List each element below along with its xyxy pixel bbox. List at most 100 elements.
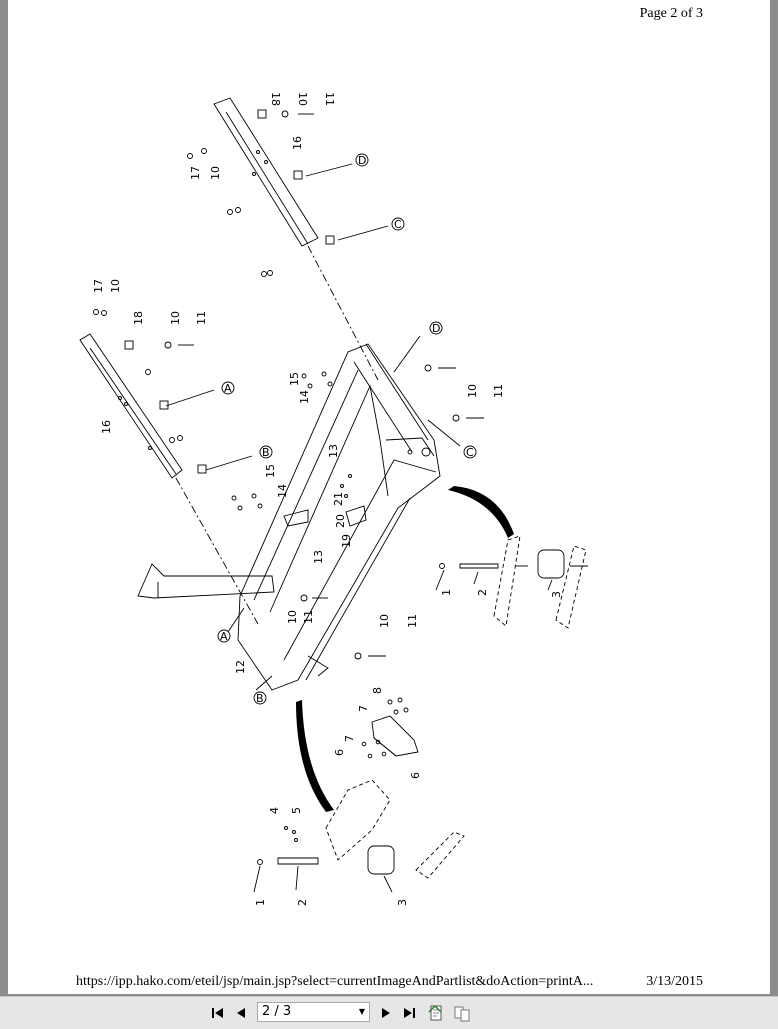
drawing-line — [391, 217, 405, 231]
right-wheel-assembly — [435, 535, 588, 629]
drawing-line — [165, 389, 215, 407]
two-page-view-button[interactable] — [452, 1003, 472, 1023]
drawing-line — [365, 343, 429, 441]
drawing-line — [383, 875, 393, 893]
drawing-line — [252, 172, 256, 176]
exploded-parts-drawing: D C A B D C A B 18 10 11 16 17 10 17 10 … — [79, 92, 588, 906]
drawing-line — [261, 271, 267, 277]
prev-page-button[interactable] — [231, 1003, 251, 1023]
label-center-14: 14 — [276, 484, 289, 498]
label-frame-11: 11 — [492, 384, 505, 398]
single-page-icon — [428, 1004, 442, 1021]
drawing-line — [217, 629, 231, 643]
drawing-line — [281, 110, 289, 118]
label-frame-13: 13 — [327, 444, 340, 458]
drawing-line — [93, 309, 99, 315]
drawing-line — [187, 153, 193, 159]
drawing-line — [307, 245, 379, 381]
label-top-11: 11 — [323, 92, 336, 106]
label-center-10b: 10 — [378, 614, 391, 628]
footer-url: https://ipp.hako.com/eteil/jsp/main.jsp?… — [76, 974, 594, 989]
drawing-line — [227, 607, 245, 633]
drawing-line — [295, 865, 299, 891]
drawing-line — [175, 477, 259, 625]
drawing-line — [459, 563, 499, 569]
callout-frame-d: D — [432, 322, 440, 335]
drawing-line — [439, 563, 445, 569]
drawing-line — [387, 699, 393, 705]
label-center-12: 12 — [234, 660, 247, 674]
drawing-line — [361, 741, 367, 747]
drawing-line: 18 10 11 16 17 10 17 10 18 10 11 16 15 1… — [92, 92, 563, 906]
drawing-line — [201, 148, 207, 154]
callout-top-d: D — [358, 154, 366, 167]
drawing-line — [283, 509, 309, 527]
drawing-line — [307, 383, 313, 389]
drawing-line — [205, 455, 253, 471]
label-lw-2: 2 — [296, 899, 309, 906]
label-center-20: 20 — [334, 514, 347, 528]
label-center-11b: 11 — [406, 614, 419, 628]
drawing-line — [256, 150, 260, 154]
last-page-icon — [404, 1008, 415, 1018]
drawing-line — [124, 402, 128, 406]
drawing-line — [407, 449, 413, 455]
drawing-line — [473, 571, 479, 585]
drawing-line — [344, 494, 348, 498]
drawing-line — [393, 709, 399, 715]
first-page-button[interactable] — [208, 1003, 228, 1023]
page-select-value: 2 / 3 — [262, 1004, 292, 1019]
drawing-line — [277, 857, 319, 865]
left-wheel-assembly — [253, 779, 465, 893]
drawing-line — [421, 447, 431, 457]
label-top-18: 18 — [269, 92, 282, 106]
drawing-line — [237, 505, 243, 511]
drawing-line — [269, 384, 389, 613]
label-top-17: 17 — [189, 166, 202, 180]
label-br-6: 6 — [333, 749, 346, 756]
drawing-line — [393, 335, 421, 373]
left-arm-part — [79, 309, 253, 479]
drawing-line — [227, 209, 233, 215]
drawing-line — [253, 865, 261, 893]
label-br-8: 8 — [371, 687, 384, 694]
drawing-line — [284, 826, 288, 830]
drawing-line — [101, 310, 107, 316]
drawing-line — [300, 594, 308, 602]
last-page-button[interactable] — [399, 1003, 419, 1023]
page-select[interactable]: 2 / 3 ▼ — [257, 1002, 370, 1022]
drawing-line — [381, 751, 387, 757]
drawing-line — [283, 459, 437, 661]
callout-left-b: B — [262, 446, 270, 459]
drawing-line — [213, 97, 319, 247]
drawing-line — [221, 381, 235, 395]
drawing-line — [415, 831, 465, 879]
label-left-16: 16 — [100, 420, 113, 434]
drawing-line — [257, 859, 263, 865]
direction-arrow-left — [296, 700, 334, 812]
drawing-line — [217, 153, 477, 705]
label-center-10: 10 — [286, 610, 299, 624]
label-top-16: 16 — [291, 136, 304, 150]
drawing-line — [294, 838, 298, 842]
callout-top-c: C — [394, 218, 402, 231]
next-page-button[interactable] — [376, 1003, 396, 1023]
drawing-line — [148, 446, 152, 450]
drawing-line — [235, 207, 241, 213]
drawing-line — [197, 464, 207, 474]
main-frame-part — [137, 343, 441, 691]
label-left-17: 17 — [92, 279, 105, 293]
label-center-15: 15 — [264, 464, 277, 478]
drawing-line — [403, 707, 409, 713]
single-page-view-button[interactable] — [426, 1003, 446, 1023]
label-lw-1: 1 — [254, 899, 267, 906]
drawing-line — [547, 579, 553, 591]
drawing-line — [345, 505, 367, 527]
drawing-line — [89, 347, 177, 475]
prev-page-icon — [237, 1008, 245, 1018]
drawing-line — [337, 225, 389, 241]
label-br-9: 9 — [408, 772, 421, 779]
drawing-line — [253, 691, 267, 705]
label-frame-14: 14 — [298, 390, 311, 404]
drawing-line — [118, 396, 122, 400]
